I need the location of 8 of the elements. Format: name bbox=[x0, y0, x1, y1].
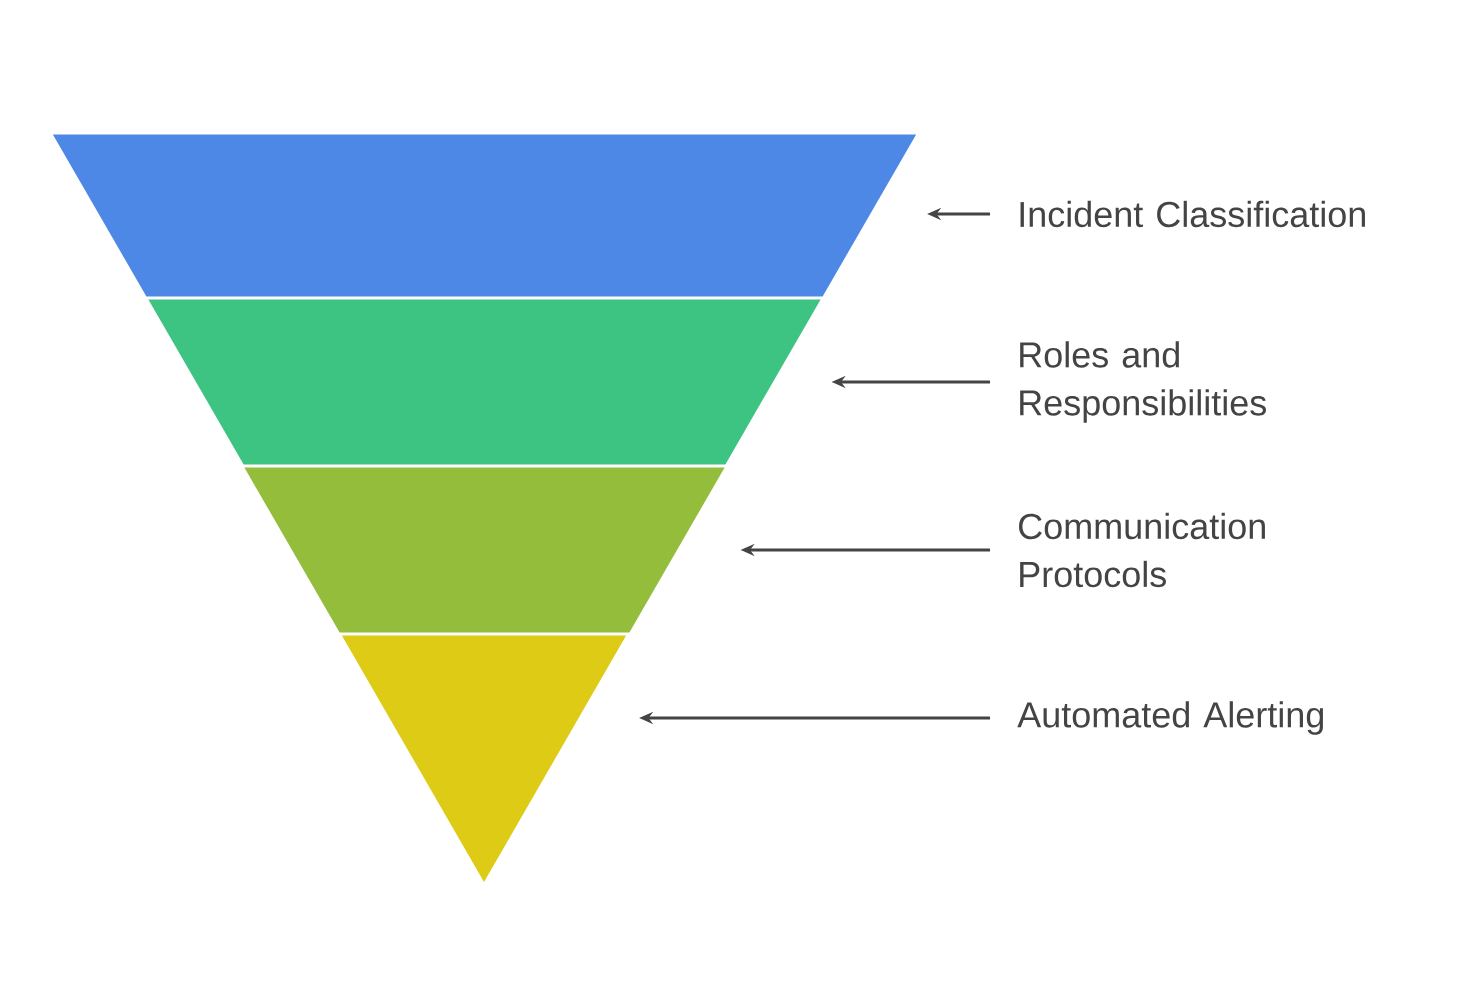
label-text: Incident Classification bbox=[1020, 200, 1365, 228]
label-text: Roles and Responsibilities bbox=[1020, 341, 1266, 423]
funnel-band bbox=[148, 299, 821, 465]
funnel-band bbox=[52, 134, 917, 297]
funnel-tip bbox=[341, 635, 627, 882]
funnel-band bbox=[244, 467, 725, 633]
label-text: Automated Alerting bbox=[1017, 701, 1323, 735]
label-text: Communication Protocols bbox=[1019, 512, 1265, 588]
